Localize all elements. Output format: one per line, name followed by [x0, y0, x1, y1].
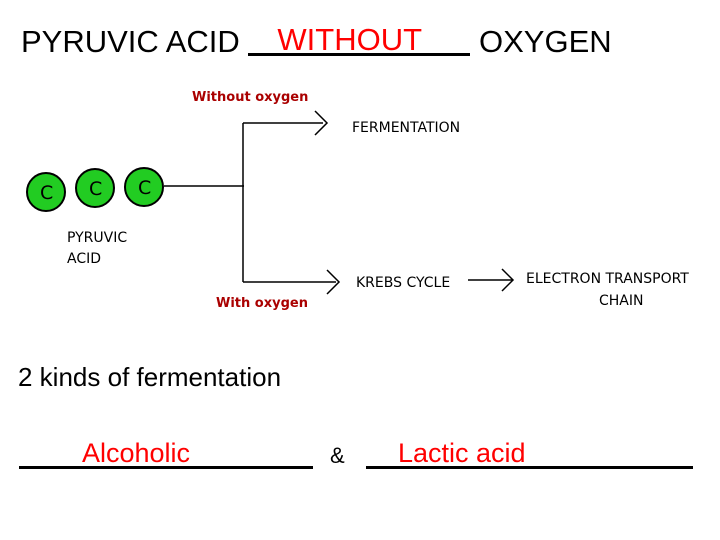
- title-suffix: OXYGEN: [470, 24, 612, 59]
- etc-arrowhead: [501, 268, 515, 292]
- electron-transport-label-line2: CHAIN: [599, 293, 643, 309]
- krebs-cycle-label: KREBS CYCLE: [356, 275, 450, 291]
- fermentation-answer-alcoholic: Alcoholic: [82, 438, 191, 468]
- ampersand-separator: &: [330, 443, 345, 468]
- with-oxygen-label: With oxygen: [216, 296, 308, 311]
- pyruvic-acid-label-line2: ACID: [67, 251, 101, 267]
- without-oxygen-label: Without oxygen: [192, 90, 308, 105]
- page-title: PYRUVIC ACID WITHOUT OXYGEN: [21, 22, 612, 60]
- blank-underline: [248, 53, 471, 56]
- krebs-arrowhead: [326, 269, 341, 295]
- carbon-label-3: C: [138, 177, 151, 199]
- answer1-underline: [19, 466, 313, 469]
- answer2-underline: [366, 466, 693, 469]
- carbon-label-2: C: [89, 178, 102, 200]
- electron-transport-label-line1: ELECTRON TRANSPORT: [526, 271, 689, 287]
- fermentation-answer-lactic: Lactic acid: [398, 438, 526, 468]
- pyruvic-acid-label-line1: PYRUVIC: [67, 230, 127, 246]
- title-blank: WITHOUT: [248, 22, 471, 60]
- fermentation-kinds-heading: 2 kinds of fermentation: [18, 362, 282, 392]
- carbon-circle-1: [26, 172, 66, 212]
- carbon-circle-2: [75, 168, 115, 208]
- fermentation-arrowhead: [314, 110, 329, 136]
- carbon-label-1: C: [40, 182, 53, 204]
- fermentation-label: FERMENTATION: [352, 120, 460, 136]
- carbon-circle-3: [124, 167, 164, 207]
- title-answer: WITHOUT: [277, 22, 423, 57]
- title-prefix: PYRUVIC ACID: [21, 24, 249, 59]
